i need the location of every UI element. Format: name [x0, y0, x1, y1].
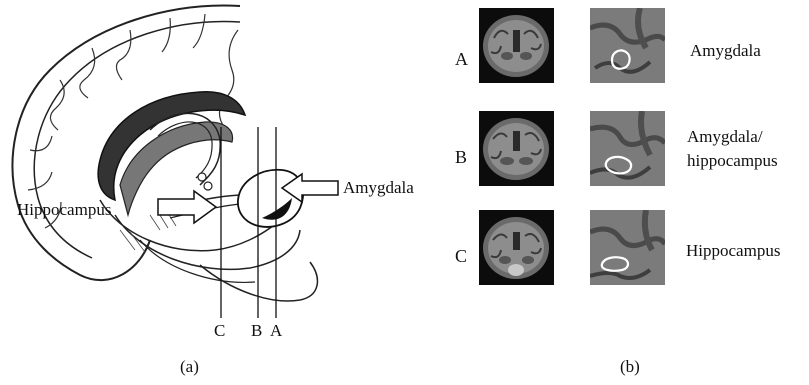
slice-label-c: C — [214, 322, 225, 339]
slice-label-a: A — [270, 322, 282, 339]
mri-coronal-full-b — [479, 111, 554, 186]
row-region-b-line2: hippocampus — [687, 152, 778, 169]
hippocampus-label: Hippocampus — [17, 201, 111, 218]
mri-zoom-b — [590, 111, 665, 186]
row-region-a: Amygdala — [690, 42, 761, 59]
mri-zoom-c — [590, 210, 665, 285]
amygdala-label: Amygdala — [343, 179, 414, 196]
mri-coronal-full-a — [479, 8, 554, 83]
row-letter-b: B — [455, 147, 467, 168]
caption-a: (a) — [180, 357, 199, 377]
row-letter-c: C — [455, 246, 467, 267]
slice-label-b: B — [251, 322, 262, 339]
mri-zoom-a — [590, 8, 665, 83]
caption-b: (b) — [620, 357, 640, 377]
brain-diagram — [0, 0, 420, 345]
row-region-c: Hippocampus — [686, 242, 780, 259]
row-letter-a: A — [455, 49, 468, 70]
row-region-b-line1: Amygdala/ — [687, 128, 763, 145]
mri-coronal-full-c — [479, 210, 554, 285]
